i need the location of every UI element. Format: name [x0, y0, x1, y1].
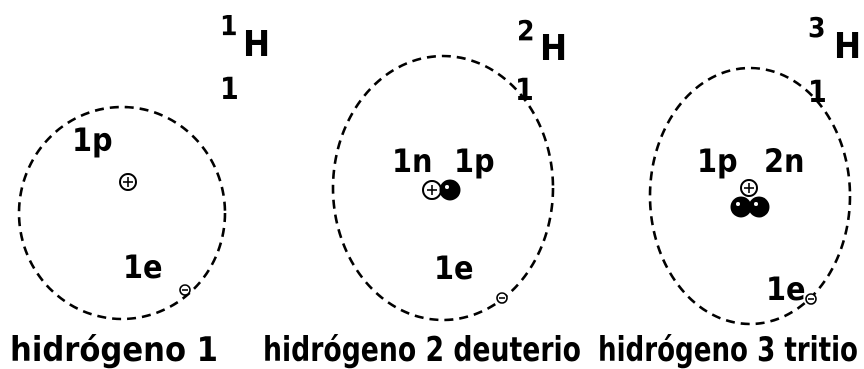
- proton-count-label: 1p: [72, 121, 113, 159]
- neutron: [440, 180, 460, 200]
- element-symbol: H: [834, 26, 861, 67]
- atomic-number: 1: [515, 73, 534, 108]
- mass-number: 1: [220, 9, 238, 42]
- proton: [120, 174, 136, 190]
- electron-orbit: [19, 107, 225, 319]
- isotope-caption: hidrógeno 1: [10, 330, 218, 369]
- atomic-number: 1: [220, 72, 239, 107]
- neutron: [731, 197, 751, 217]
- proton: [423, 181, 441, 199]
- neutron-count-label: 1n: [392, 142, 433, 180]
- neutron-count-label: 2n: [764, 142, 805, 180]
- electron: [180, 285, 190, 295]
- neutron: [749, 197, 769, 217]
- element-symbol: H: [243, 24, 270, 65]
- isotope-caption: hidrógeno 2 deuterio: [263, 330, 581, 369]
- mass-number: 2: [517, 14, 535, 47]
- element-symbol: H: [540, 28, 567, 69]
- electron-count-label: 1e: [434, 249, 474, 287]
- isotope-caption: hidrógeno 3 tritio: [598, 330, 858, 369]
- electron: [497, 293, 507, 303]
- electron: [806, 294, 816, 304]
- mass-number: 3: [808, 11, 826, 44]
- proton: [741, 180, 757, 196]
- electron-count-label: 1e: [766, 270, 806, 308]
- atomic-number: 1: [808, 75, 827, 110]
- isotope-protium: 1 H 1 1p 1e hidrógeno 1: [10, 9, 270, 369]
- isotope-deuterium: 2 H 1 1n 1p 1e hidrógeno 2 deuterio: [263, 14, 581, 369]
- proton-count-label: 1p: [454, 142, 495, 180]
- isotope-tritium: 3 H 1 1p 2n 1e hidrógeno 3 tritio: [598, 11, 861, 369]
- proton-count-label: 1p: [697, 142, 738, 180]
- electron-count-label: 1e: [123, 248, 163, 286]
